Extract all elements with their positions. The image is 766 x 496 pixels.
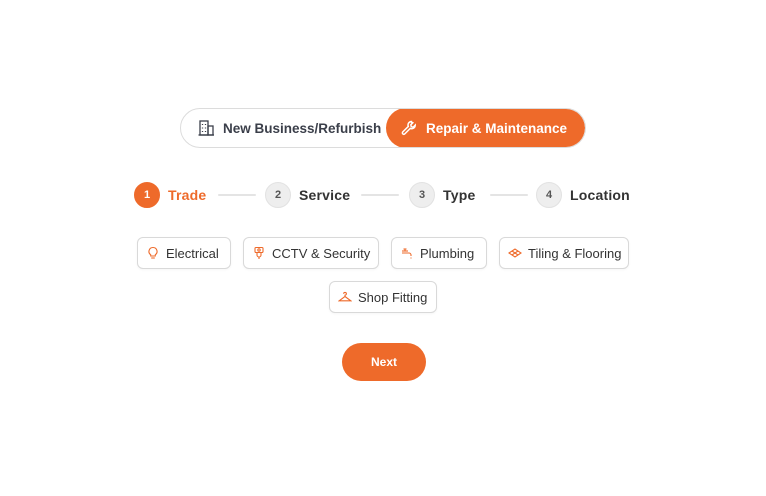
hanger-icon [338, 291, 352, 302]
progress-stepper: 1 Trade 2 Service 3 Type 4 Location [134, 181, 634, 209]
step-connector [361, 194, 399, 196]
step-number: 3 [409, 182, 435, 208]
trade-chip-label: Tiling & Flooring [528, 245, 622, 261]
trade-chip-label: Shop Fitting [358, 289, 428, 305]
step-label: Service [299, 187, 351, 203]
step-number: 4 [536, 182, 562, 208]
step-type[interactable]: 3 Type [409, 181, 475, 209]
step-number: 1 [134, 182, 160, 208]
faucet-icon [402, 248, 412, 259]
trade-chip-label: CCTV & Security [272, 245, 371, 261]
trade-chip-electrical[interactable]: Electrical [137, 237, 231, 269]
cctv-icon [254, 246, 264, 259]
step-connector [490, 194, 528, 196]
toggle-new-business-label: New Business/Refurbish [223, 120, 382, 136]
trade-chip-shop-fitting[interactable]: Shop Fitting [329, 281, 437, 313]
step-location[interactable]: 4 Location [536, 181, 630, 209]
step-number: 2 [265, 182, 291, 208]
toggle-repair-maintenance-label: Repair & Maintenance [425, 120, 568, 136]
trade-chip-plumbing[interactable]: Plumbing [391, 237, 487, 269]
wrench-icon [401, 120, 416, 136]
step-service[interactable]: 2 Service [265, 181, 350, 209]
trade-chip-cctv-security[interactable]: CCTV & Security [243, 237, 379, 269]
step-connector [218, 194, 256, 196]
project-type-toggle: New Business/Refurbish Repair & Maintena… [180, 108, 586, 148]
step-label: Type [443, 187, 476, 203]
tile-icon [508, 248, 522, 258]
building-icon [198, 120, 214, 136]
next-button[interactable]: Next [342, 343, 426, 381]
trade-chip-tiling-flooring[interactable]: Tiling & Flooring [499, 237, 629, 269]
toggle-new-business[interactable]: New Business/Refurbish [181, 109, 386, 147]
step-label: Trade [168, 187, 207, 203]
trade-chip-label: Plumbing [420, 245, 475, 261]
trade-chip-label: Electrical [166, 245, 219, 261]
step-trade[interactable]: 1 Trade [134, 181, 206, 209]
step-label: Location [570, 187, 630, 203]
toggle-repair-maintenance[interactable]: Repair & Maintenance [385, 109, 585, 147]
bulb-icon [148, 246, 158, 259]
